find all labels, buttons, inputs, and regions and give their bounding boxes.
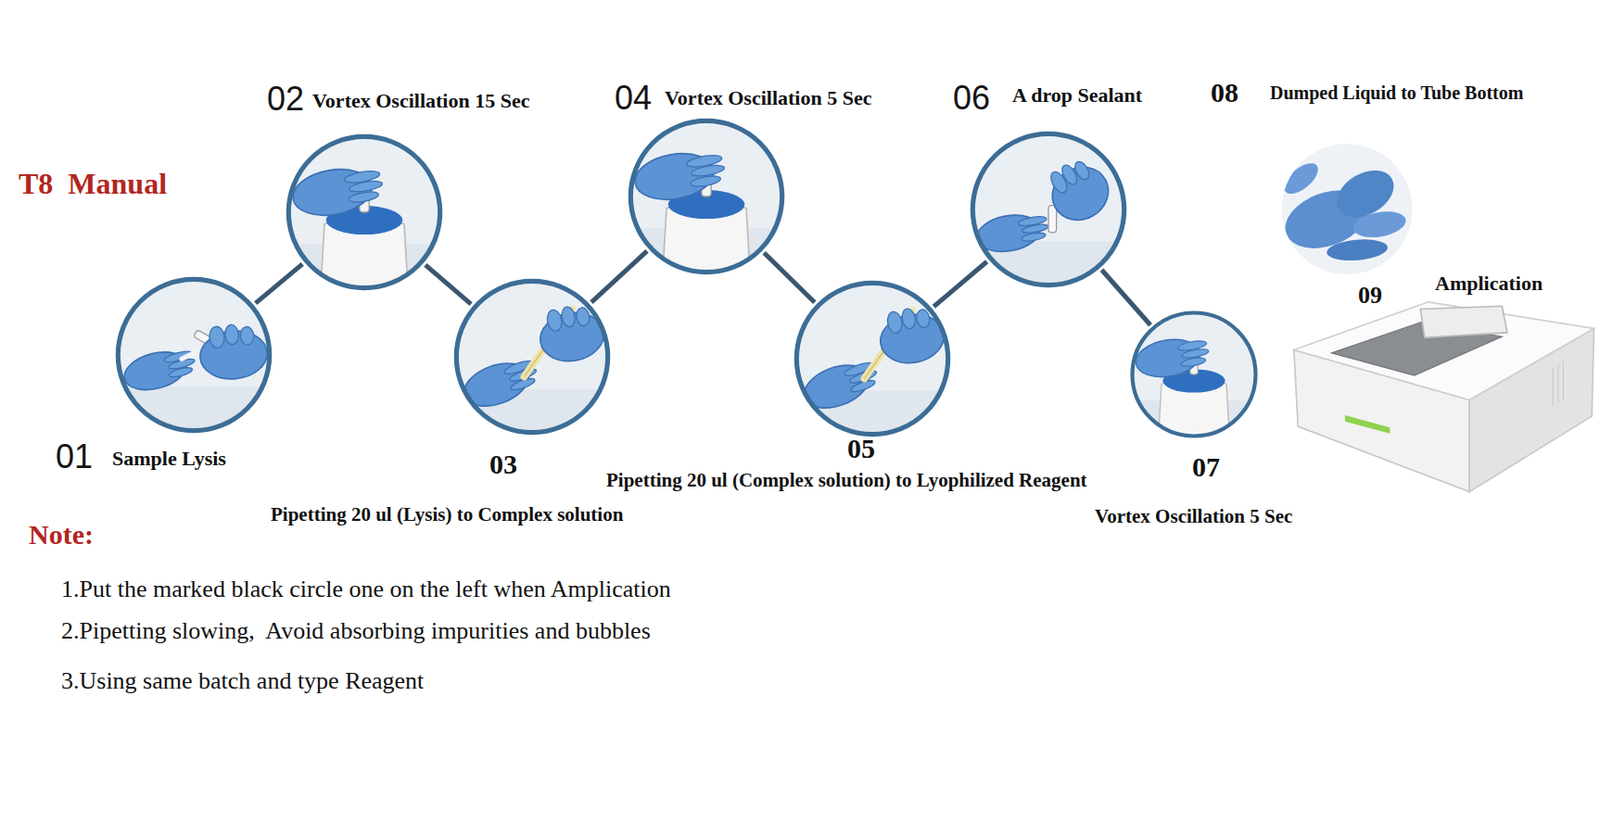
diagram-title: T8 Manual: [18, 168, 167, 199]
note-heading: Note:: [28, 520, 94, 549]
connector-line: [933, 261, 987, 307]
step-circle: 03Pipetting 20 ul (Lysis) to Complex sol…: [452, 277, 612, 437]
step-number: 06: [952, 81, 991, 115]
amplification-instrument: [1294, 302, 1595, 493]
step-circle: 05Pipetting 20 ul (Complex solution) to …: [792, 279, 953, 439]
step-caption: Vortex Oscillation 5 Sec: [1094, 507, 1293, 527]
glove-photo: [1275, 138, 1419, 281]
connector-line: [591, 251, 648, 303]
step-circle: 07Vortex Oscillation 5 Sec: [1129, 309, 1259, 440]
step-caption: Vortex Oscillation 5 Sec: [664, 88, 872, 109]
step-number: 07: [1192, 453, 1220, 482]
step-caption: Pipetting 20 ul (Lysis) to Complex solut…: [270, 505, 623, 525]
step-photo: [284, 132, 445, 293]
connector-line: [763, 253, 815, 303]
step-photo: [626, 116, 787, 277]
step-circle: 06A drop Sealant: [968, 129, 1129, 290]
step-photo: [792, 279, 953, 439]
step-photo: [452, 277, 612, 437]
note-text: 2.Pipetting slowing, Avoid absorbing imp…: [61, 619, 651, 644]
step-caption: Vortex Oscillation 15 Sec: [312, 90, 530, 112]
connector-line: [425, 265, 471, 305]
step-number: 01: [55, 440, 93, 474]
step-circle: 02Vortex Oscillation 15 Sec: [284, 132, 445, 293]
step-photo: [114, 275, 274, 435]
step-caption: Sample Lysis: [112, 448, 227, 470]
step-photo: [968, 129, 1129, 290]
connector-line: [255, 264, 304, 304]
step-number: 04: [614, 81, 652, 115]
step-caption: Amplication: [1434, 273, 1543, 294]
step-number: 02: [266, 82, 305, 116]
step-caption: Dumped Liquid to Tube Bottom: [1269, 83, 1524, 102]
step-photo: [1129, 309, 1259, 440]
step-number: 03: [489, 450, 518, 479]
step-number: 08: [1210, 78, 1239, 107]
step-number: 09: [1358, 283, 1383, 308]
step-circle: 01Sample Lysis: [114, 275, 274, 435]
step-caption: A drop Sealant: [1012, 85, 1143, 106]
connector-line: [1102, 269, 1151, 326]
note-text: 3.Using same batch and type Reagent: [61, 669, 424, 694]
step-number: 05: [847, 434, 876, 463]
note-text: 1.Put the marked black circle one on the…: [61, 577, 672, 602]
step-circle: 04Vortex Oscillation 5 Sec: [626, 116, 787, 277]
step-caption: Pipetting 20 ul (Complex solution) to Ly…: [606, 470, 1088, 491]
